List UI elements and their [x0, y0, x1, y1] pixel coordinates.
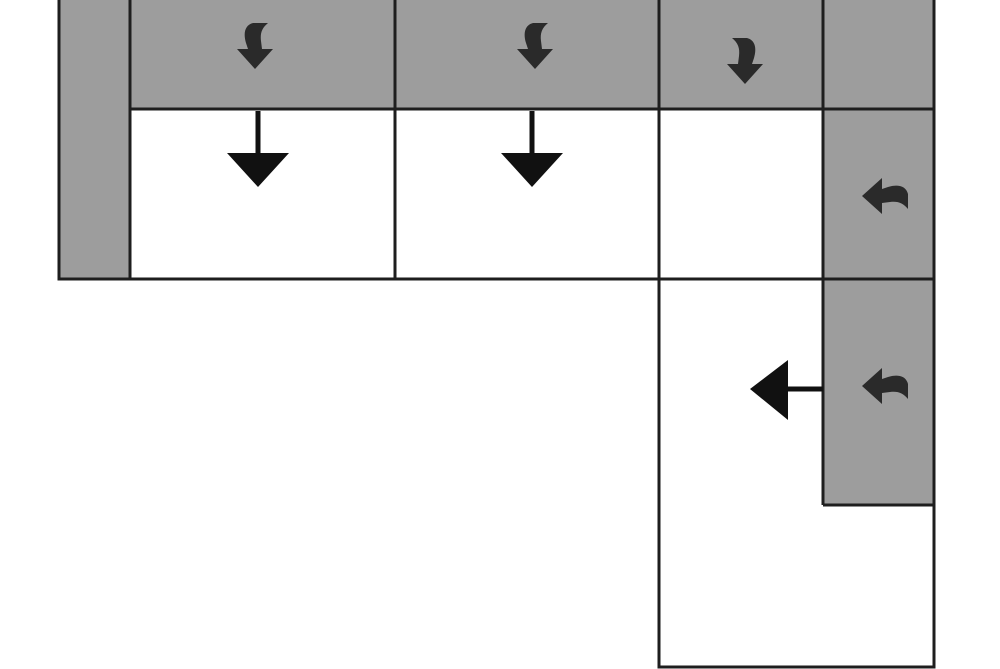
white-cell-3: [659, 109, 823, 279]
straight-arrow-icon: [750, 360, 823, 420]
white-cell-5: [659, 505, 934, 667]
shaded-cell-left-column: [59, 0, 130, 279]
white-cell-4: [659, 279, 823, 505]
outer-outline: [57, 0, 936, 669]
straight-arrow-icon: [501, 111, 563, 187]
grid-lines: [57, 0, 936, 669]
straight-arrow-icon: [227, 111, 289, 187]
shaded-cell-top-corner: [823, 0, 934, 109]
white-cell-1: [130, 109, 394, 279]
straight-arrows: [227, 111, 823, 420]
white-cell-2: [395, 109, 658, 279]
white-cells: [130, 109, 934, 667]
